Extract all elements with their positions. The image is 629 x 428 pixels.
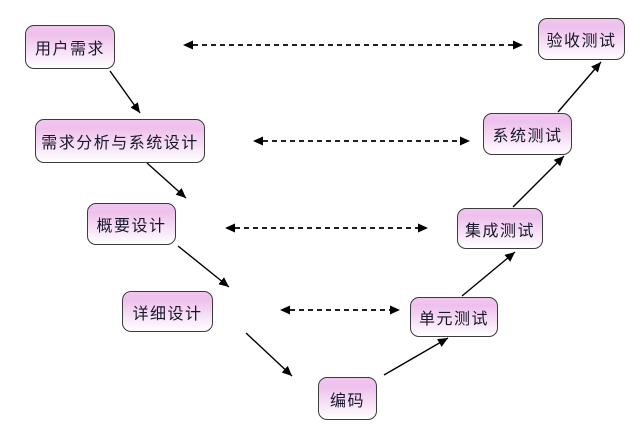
node-label: 详细设计 [132, 305, 203, 323]
node-label: 系统测试 [492, 128, 563, 145]
flow-arrow-analysis-to-hld [146, 162, 187, 199]
node-requirements-analysis-system-design: 需求分析与系统设计 [35, 119, 205, 163]
node-coding: 编码 [318, 377, 377, 420]
flow-arrow-system-to-acceptance [557, 61, 602, 113]
node-label: 集成测试 [464, 222, 535, 240]
node-label: 单元测试 [418, 311, 489, 328]
flow-arrow-hld-to-dld [177, 245, 230, 288]
node-acceptance-testing: 验收测试 [538, 18, 625, 60]
node-label: 概要设计 [96, 218, 167, 235]
node-detailed-design: 详细设计 [122, 291, 213, 332]
node-label: 编码 [329, 392, 365, 410]
node-high-level-design: 概要设计 [87, 203, 176, 245]
node-label: 用户需求 [34, 41, 105, 58]
node-label: 验收测试 [546, 33, 617, 50]
flow-arrow-unit-to-integration [461, 251, 516, 297]
node-unit-testing: 单元测试 [410, 297, 498, 337]
flow-arrow-coding-to-unit [383, 337, 449, 376]
node-user-requirements: 用户需求 [25, 25, 115, 69]
node-system-testing: 系统测试 [483, 113, 572, 155]
flow-arrow-userreq-to-analysis [109, 70, 141, 114]
flow-arrow-dld-to-coding [245, 332, 293, 377]
node-integration-testing: 集成测试 [457, 208, 543, 249]
flow-arrow-integration-to-system [512, 155, 565, 208]
node-label: 需求分析与系统设计 [41, 135, 199, 152]
